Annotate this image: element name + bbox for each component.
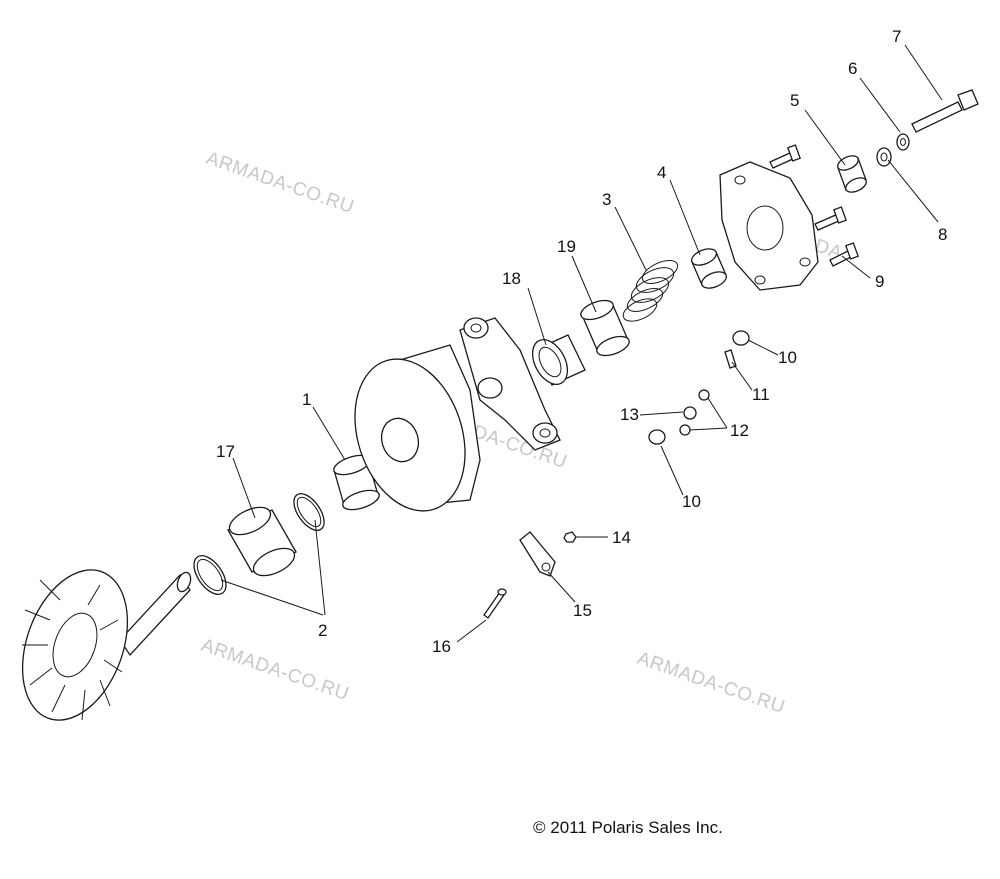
nut-part xyxy=(563,531,577,543)
callout-18: 18 xyxy=(502,269,521,288)
callout-labels: 1 2 3 4 5 6 7 8 9 10 11 12 13 10 14 15 1… xyxy=(216,27,947,656)
callout-10-upper: 10 xyxy=(778,348,797,367)
callout-9: 9 xyxy=(875,272,884,291)
leader-lines xyxy=(220,44,943,643)
small-washer-part xyxy=(679,389,710,436)
callout-17: 17 xyxy=(216,442,235,461)
callout-15: 15 xyxy=(573,601,592,620)
weight-arm-part xyxy=(519,531,556,577)
retaining-ring-part xyxy=(193,493,325,595)
bearing-part xyxy=(531,334,586,386)
callout-3: 3 xyxy=(602,190,611,209)
arm-pin-part xyxy=(483,588,507,619)
callout-10-lower: 10 xyxy=(682,492,701,511)
roller-bushing-part xyxy=(683,406,697,420)
callout-12: 12 xyxy=(730,421,749,440)
callout-16: 16 xyxy=(432,637,451,656)
callout-6: 6 xyxy=(848,59,857,78)
watermark-bottom-right: ARMADA-CO.RU xyxy=(634,648,787,718)
roller-part xyxy=(648,330,750,445)
spring-part xyxy=(622,260,679,322)
callout-4: 4 xyxy=(657,163,666,182)
callout-11: 11 xyxy=(752,385,770,404)
watermark-bottom-left: ARMADA-CO.RU xyxy=(198,635,351,705)
bolt-part xyxy=(911,89,979,133)
cover-bushing-part xyxy=(691,248,727,289)
copyright-notice: © 2011 Polaris Sales Inc. xyxy=(533,818,723,837)
spacer-part xyxy=(837,155,867,193)
spring-seat-part xyxy=(580,299,630,357)
callout-8: 8 xyxy=(938,225,947,244)
fixed-sheave-fan-part xyxy=(21,569,192,721)
movable-sheave-part xyxy=(354,317,561,512)
spacer-sleeve-part xyxy=(227,506,297,577)
callout-7: 7 xyxy=(892,27,901,46)
callout-13: 13 xyxy=(620,405,639,424)
callout-1: 1 xyxy=(302,390,311,409)
callout-2: 2 xyxy=(318,621,327,640)
clutch-cover-part xyxy=(719,161,819,291)
washer-part xyxy=(876,133,910,167)
callout-19: 19 xyxy=(557,237,576,256)
cover-screw-part xyxy=(769,144,859,267)
callout-5: 5 xyxy=(790,91,799,110)
watermark-top-left: ARMADA-CO.RU xyxy=(203,148,356,218)
callout-14: 14 xyxy=(612,528,631,547)
